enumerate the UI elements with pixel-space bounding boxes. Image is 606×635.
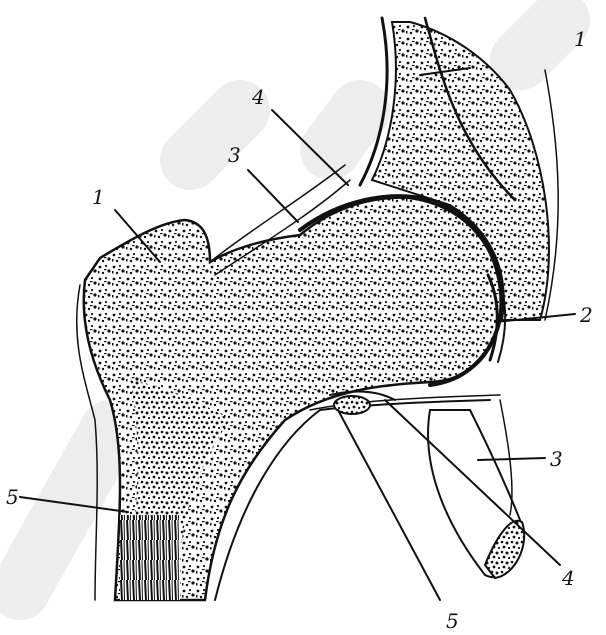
label-1-right: 1 [574,27,587,51]
label-4-bottom: 4 [561,566,575,590]
ischium [428,400,524,578]
label-5-bottom: 5 [446,609,459,633]
label-2: 2 [579,303,593,327]
femur [77,196,506,600]
label-5-left: 5 [6,485,19,509]
label-3-right: 3 [550,447,563,471]
label-3-top: 3 [228,143,241,167]
leader-3-top [248,170,298,222]
label-4-top: 4 [251,85,265,109]
label-1-left: 1 [92,185,105,209]
